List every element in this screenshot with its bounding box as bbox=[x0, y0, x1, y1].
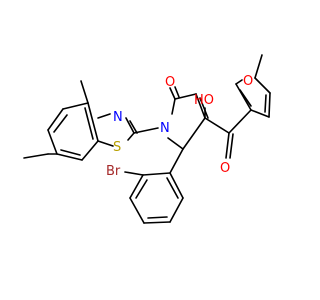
bromine-bond bbox=[124, 171, 144, 176]
methyl-bond-top bbox=[80, 80, 89, 104]
thiazole-to-pyrrole-bond bbox=[133, 127, 159, 134]
lactam-carbonyl-bond bbox=[169, 87, 176, 100]
ketone-carbonyl-bond bbox=[225, 132, 230, 159]
atom-br-substituent: Br bbox=[106, 164, 121, 179]
atom-o-furan: O bbox=[243, 74, 253, 89]
atom-s-thiazole: S bbox=[113, 140, 121, 155]
pyrrolone-ring bbox=[167, 93, 209, 150]
molecule-canvas: N S N O HO O O Br bbox=[23, 54, 271, 224]
methyl-bond-left bbox=[23, 153, 49, 159]
atom-oh-group: HO bbox=[194, 93, 214, 108]
atom-o-lactam: O bbox=[165, 75, 175, 90]
atom-n-thiazole: N bbox=[113, 110, 123, 125]
bromophenyl-ring bbox=[129, 148, 184, 224]
ring-to-ketone-bond bbox=[204, 117, 230, 134]
atom-o-ketone: O bbox=[220, 161, 230, 176]
atom-n-pyrrole: N bbox=[160, 121, 170, 136]
furan-ring bbox=[228, 77, 271, 134]
thiazole-ring bbox=[97, 113, 138, 147]
furan-methyl-bond bbox=[254, 54, 263, 79]
structure-diagram: N S N O HO O O Br bbox=[23, 54, 271, 224]
benzothiazole-benzene-ring bbox=[47, 102, 99, 161]
